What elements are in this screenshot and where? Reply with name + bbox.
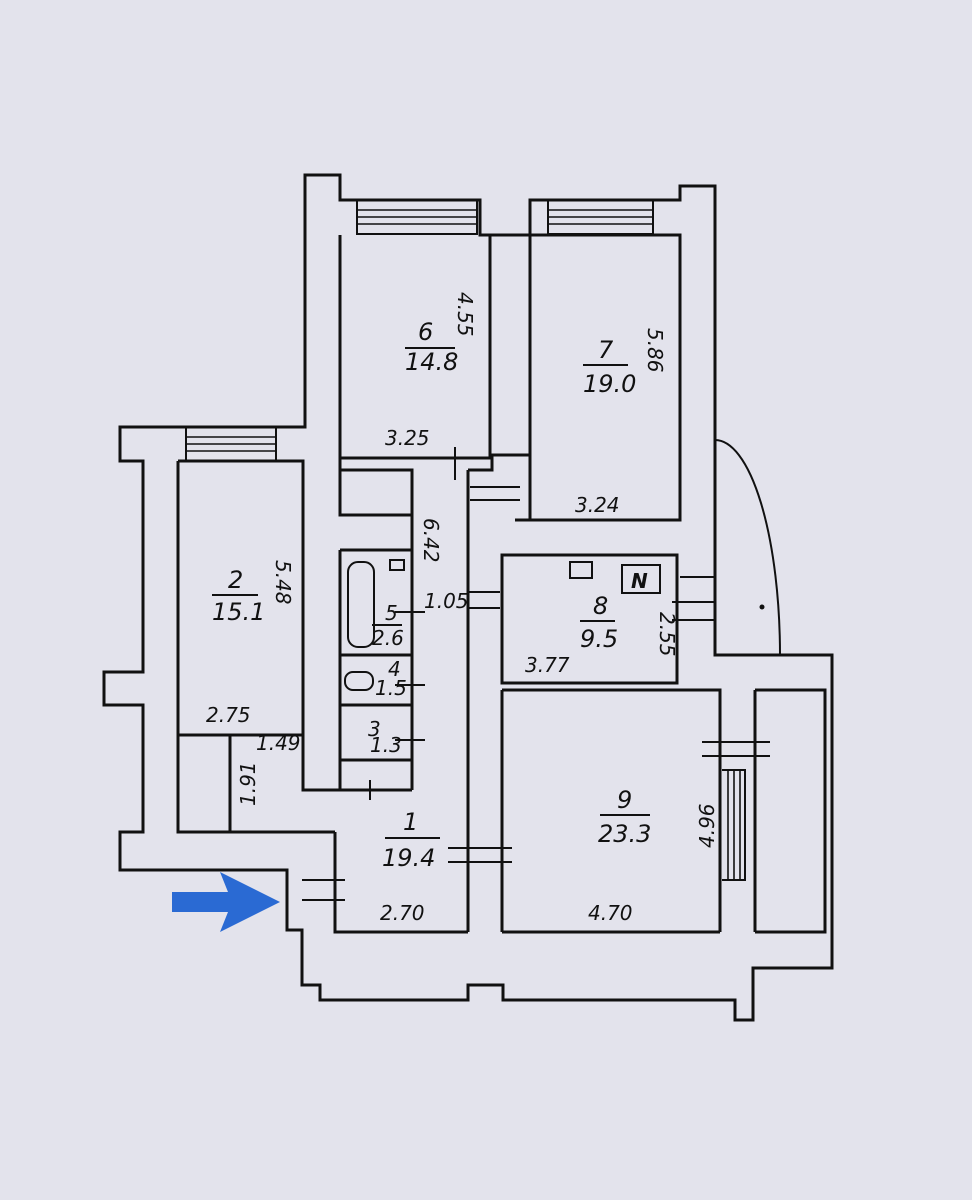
svg-text:6: 6 <box>418 318 433 346</box>
svg-text:7: 7 <box>598 336 614 364</box>
dim-room1-width: 2.70 <box>380 901 425 925</box>
svg-text:23.3: 23.3 <box>598 820 651 848</box>
svg-text:9.5: 9.5 <box>580 625 618 653</box>
dim-room2-width: 2.75 <box>206 703 251 727</box>
interior-walls <box>178 233 757 932</box>
dim-corridor-height: 6.42 <box>419 518 443 563</box>
dim-closet-height: 1.91 <box>236 761 260 806</box>
dim-room8-width: 3.77 <box>525 653 570 677</box>
dim-room7-height: 5.86 <box>643 328 667 373</box>
svg-text:9: 9 <box>617 786 632 814</box>
dim-room8-height: 2.55 <box>655 612 679 657</box>
svg-text:2.6: 2.6 <box>372 626 404 650</box>
svg-text:8: 8 <box>593 592 608 620</box>
room-1-label: 1 19.4 <box>382 808 440 872</box>
window-room-7 <box>547 199 654 235</box>
stove-icon <box>621 564 661 594</box>
room-9-label: 9 23.3 <box>598 786 651 848</box>
room-8-label: 8 9.5 <box>580 592 618 653</box>
svg-text:4: 4 <box>388 657 401 681</box>
room-4-label: 4 1.5 <box>375 657 407 700</box>
room-6-label: 6 14.8 <box>405 318 458 376</box>
dim-room9-height: 4.96 <box>695 803 719 848</box>
svg-text:19.0: 19.0 <box>583 370 636 398</box>
dim-room9-width: 4.70 <box>588 901 633 925</box>
toilet-icon <box>344 671 374 691</box>
svg-text:15.1: 15.1 <box>212 598 265 626</box>
dim-room2-height: 5.48 <box>271 560 295 605</box>
room-7-label: 7 19.0 <box>583 336 636 398</box>
dim-room7-width: 3.24 <box>575 493 620 517</box>
window-room-2 <box>185 426 277 462</box>
room-2-label: 2 15.1 <box>212 566 265 626</box>
stove-mark: N <box>631 569 648 593</box>
svg-text:3: 3 <box>368 717 381 741</box>
window-room-6 <box>356 199 478 235</box>
balcony-mark <box>759 604 765 610</box>
dim-closet-width: 1.49 <box>256 731 301 755</box>
dim-room6-width: 3.25 <box>385 426 430 450</box>
doors <box>302 439 781 901</box>
room-labels: 1 19.4 2 15.1 3 1.3 4 1.5 5 2.6 6 <box>212 318 651 872</box>
fixtures: N <box>344 559 661 691</box>
dimension-labels: 4.55 3.25 5.86 3.24 5.48 2.75 6.42 1.05 … <box>206 292 719 925</box>
svg-text:2: 2 <box>228 566 243 594</box>
svg-text:5: 5 <box>385 601 398 625</box>
svg-text:1.3: 1.3 <box>370 733 402 757</box>
sink-icon <box>389 559 405 571</box>
windows <box>185 199 654 462</box>
svg-text:14.8: 14.8 <box>405 348 458 376</box>
room-3-label: 3 1.3 <box>368 717 402 757</box>
svg-text:1: 1 <box>403 808 418 836</box>
svg-text:1.5: 1.5 <box>375 676 407 700</box>
dim-room6-height: 4.55 <box>453 292 477 337</box>
bathtub-icon <box>347 561 375 648</box>
svg-text:19.4: 19.4 <box>382 844 435 872</box>
entrance-arrow-icon <box>172 872 280 932</box>
room-5-label: 5 2.6 <box>372 601 404 650</box>
dim-corridor-width: 1.05 <box>424 589 469 613</box>
kitchen-sink-icon <box>569 561 593 579</box>
